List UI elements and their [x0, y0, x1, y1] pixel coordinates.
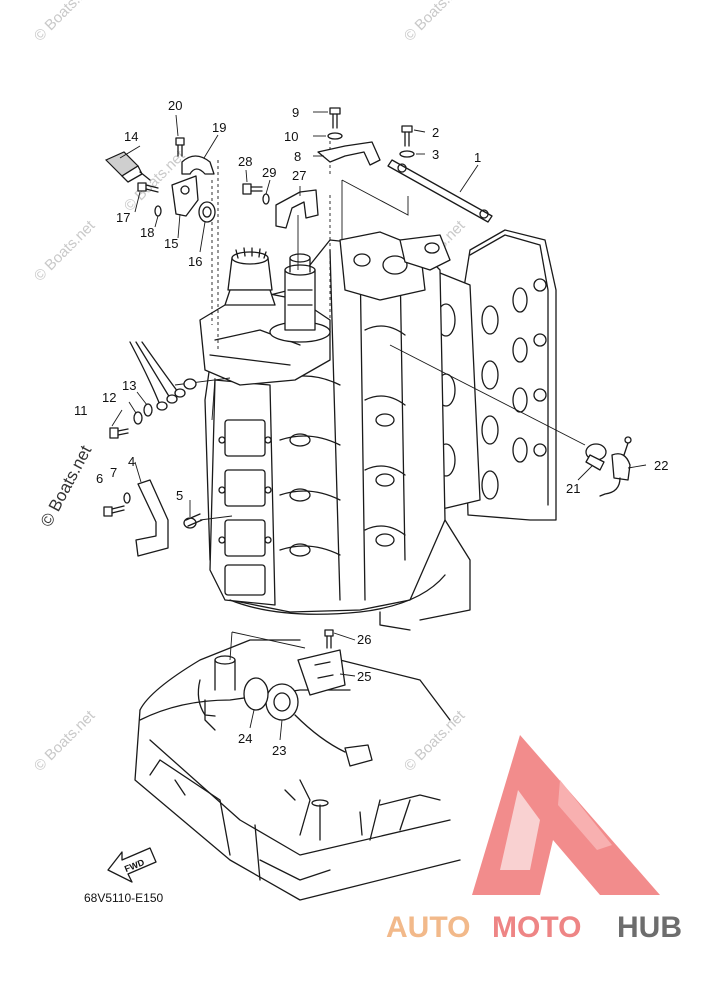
callout-leaders [111, 111, 647, 741]
callout-27: 27 [292, 168, 306, 183]
diagram-code: 68V5110-E150 [84, 891, 164, 905]
callout-12: 12 [102, 390, 116, 405]
callout-numbers: 1 2 3 4 5 6 7 8 9 10 11 12 13 14 15 16 1… [74, 98, 668, 758]
watermark: © Boats.net [31, 217, 99, 285]
sensor-part-14 [104, 151, 151, 183]
sensor-part-21 [585, 443, 607, 471]
callout-17: 17 [116, 210, 130, 225]
brand-moto: MOTO [492, 911, 581, 944]
engine-block [199, 229, 557, 631]
watermark: © Boats.net [401, 0, 469, 45]
callout-15: 15 [164, 236, 178, 251]
starter-gear [224, 247, 276, 306]
callout-1: 1 [474, 150, 481, 165]
bracket-part-27 [275, 189, 319, 229]
callout-4: 4 [128, 454, 135, 469]
washer-part-3 [399, 150, 415, 158]
clamp-part-19 [181, 155, 215, 175]
gasket-part-24 [243, 677, 269, 711]
washer-part-7 [123, 492, 131, 504]
bolt-part-20 [175, 137, 185, 157]
callout-19: 19 [212, 120, 226, 135]
automotohub-logo [472, 735, 660, 895]
bolt-part-9 [329, 107, 341, 129]
fwd-arrow-icon: FWD [107, 847, 157, 883]
thermo-part-23 [265, 683, 373, 767]
callout-16: 16 [188, 254, 202, 269]
callout-29: 29 [262, 165, 276, 180]
housing-part-15 [171, 175, 199, 217]
callout-23: 23 [272, 743, 286, 758]
washer-part-10 [327, 132, 343, 140]
brand-auto: AUTO [386, 911, 470, 944]
callout-14: 14 [124, 129, 138, 144]
callout-10: 10 [284, 129, 298, 144]
bolt-part-11 [109, 427, 129, 439]
washer-part-12 [133, 411, 143, 425]
bracket-part-8 [317, 141, 381, 166]
intake-openings [218, 419, 272, 596]
lower-case [134, 639, 461, 901]
callout-24: 24 [238, 731, 252, 746]
bracket-part-4 [135, 479, 169, 557]
cylinder-ribs [279, 325, 406, 557]
watermark: © Boats.net [401, 707, 469, 775]
crankshaft-top [269, 253, 331, 343]
watermark: © Boats.net [31, 0, 99, 45]
brand-hub: HUB [617, 911, 682, 944]
wire-harness [129, 341, 197, 411]
washer-part-18 [154, 205, 162, 217]
callout-26: 26 [357, 632, 371, 647]
callout-6: 6 [96, 471, 103, 486]
callout-9: 9 [292, 105, 299, 120]
callout-2: 2 [432, 125, 439, 140]
callout-8: 8 [294, 149, 301, 164]
brand-wordmark: AUTO MOTO HUB [386, 911, 682, 944]
sleeve-part-16 [198, 201, 216, 223]
washer-part-13 [143, 403, 153, 417]
callout-28: 28 [238, 154, 252, 169]
cable-part-22 [599, 436, 632, 497]
callout-22: 22 [654, 458, 668, 473]
callout-21: 21 [566, 481, 580, 496]
callout-25: 25 [357, 669, 371, 684]
bolt-part-28 [242, 183, 263, 195]
bracket-part-25 [297, 649, 346, 696]
bolt-part-2 [401, 125, 413, 147]
callout-7: 7 [110, 465, 117, 480]
bolt-part-6 [103, 505, 125, 517]
watermark-dark: © Boats.net [37, 442, 96, 530]
callout-13: 13 [122, 378, 136, 393]
watermark: © Boats.net [31, 707, 99, 775]
bolt-part-26 [324, 629, 334, 649]
plug-part-5 [183, 513, 203, 529]
callout-5: 5 [176, 488, 183, 503]
callout-3: 3 [432, 147, 439, 162]
callout-20: 20 [168, 98, 182, 113]
bracket-part-1 [387, 159, 493, 223]
washer-part-29 [262, 193, 270, 205]
callout-18: 18 [140, 225, 154, 240]
callout-11: 11 [74, 403, 88, 418]
screw-part-17 [137, 182, 159, 193]
